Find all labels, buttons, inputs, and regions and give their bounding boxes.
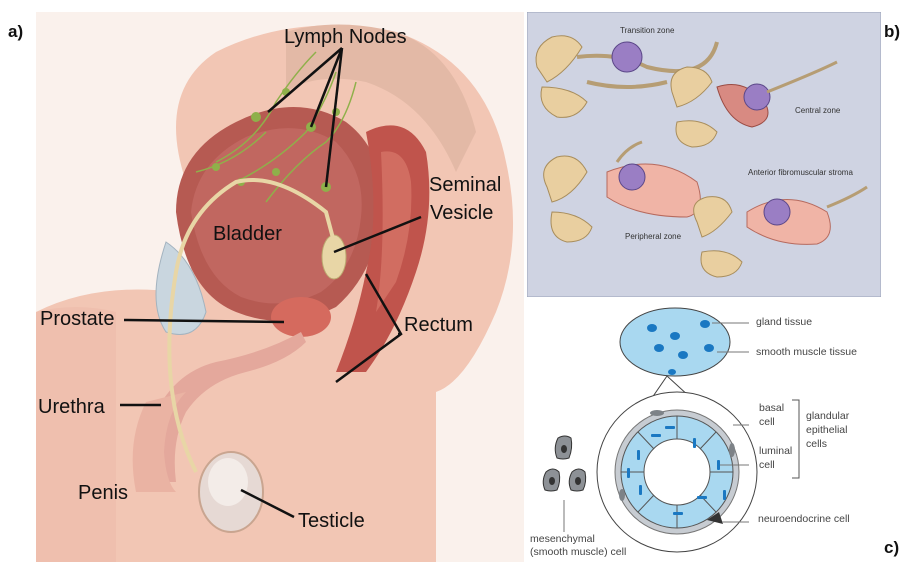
basal-cell-label-line2: cell: [759, 416, 775, 428]
urethra-label: Urethra: [38, 397, 105, 417]
anatomy-illustration: [36, 12, 524, 562]
testicle-label: Testicle: [298, 511, 365, 531]
rectum-label: Rectum: [404, 315, 473, 335]
peripheral-zone-label: Peripheral zone: [625, 232, 681, 241]
basal-cell-label-line1: basal: [759, 402, 784, 414]
gland-tissue-label: gland tissue: [756, 316, 812, 328]
mesenchymal-cell-label-line1: mesenchymal: [530, 533, 595, 545]
lymph-nodes-label: Lymph Nodes: [284, 27, 407, 47]
seminal-vesicle-label-line2: Vesicle: [430, 203, 493, 223]
neuroendocrine-cell-label: neuroendocrine cell: [758, 513, 850, 525]
panel-c-letter: c): [884, 538, 899, 558]
glandular-epithelial-label-line1: glandular: [806, 410, 849, 422]
central-zone-label: Central zone: [795, 106, 840, 115]
bladder-label: Bladder: [213, 224, 282, 244]
smooth-muscle-tissue-label: smooth muscle tissue: [756, 346, 857, 358]
transition-zone-label: Transition zone: [620, 26, 674, 35]
panel-a-letter: a): [8, 22, 23, 42]
panel-b-letter: b): [884, 22, 900, 42]
penis-label: Penis: [78, 483, 128, 503]
seminal-vesicle-label-line1: Seminal: [429, 175, 501, 195]
prostate-zones-illustration: [527, 12, 881, 297]
glandular-epithelial-label-line2: epithelial: [806, 424, 847, 436]
mesenchymal-cell-label-line2: (smooth muscle) cell: [530, 546, 626, 558]
luminal-cell-label-line1: luminal: [759, 445, 792, 457]
prostate-label: Prostate: [40, 309, 114, 329]
stroma-label: Anterior fibromuscular stroma: [748, 168, 853, 177]
glandular-epithelial-label-line3: cells: [806, 438, 827, 450]
luminal-cell-label-line2: cell: [759, 459, 775, 471]
